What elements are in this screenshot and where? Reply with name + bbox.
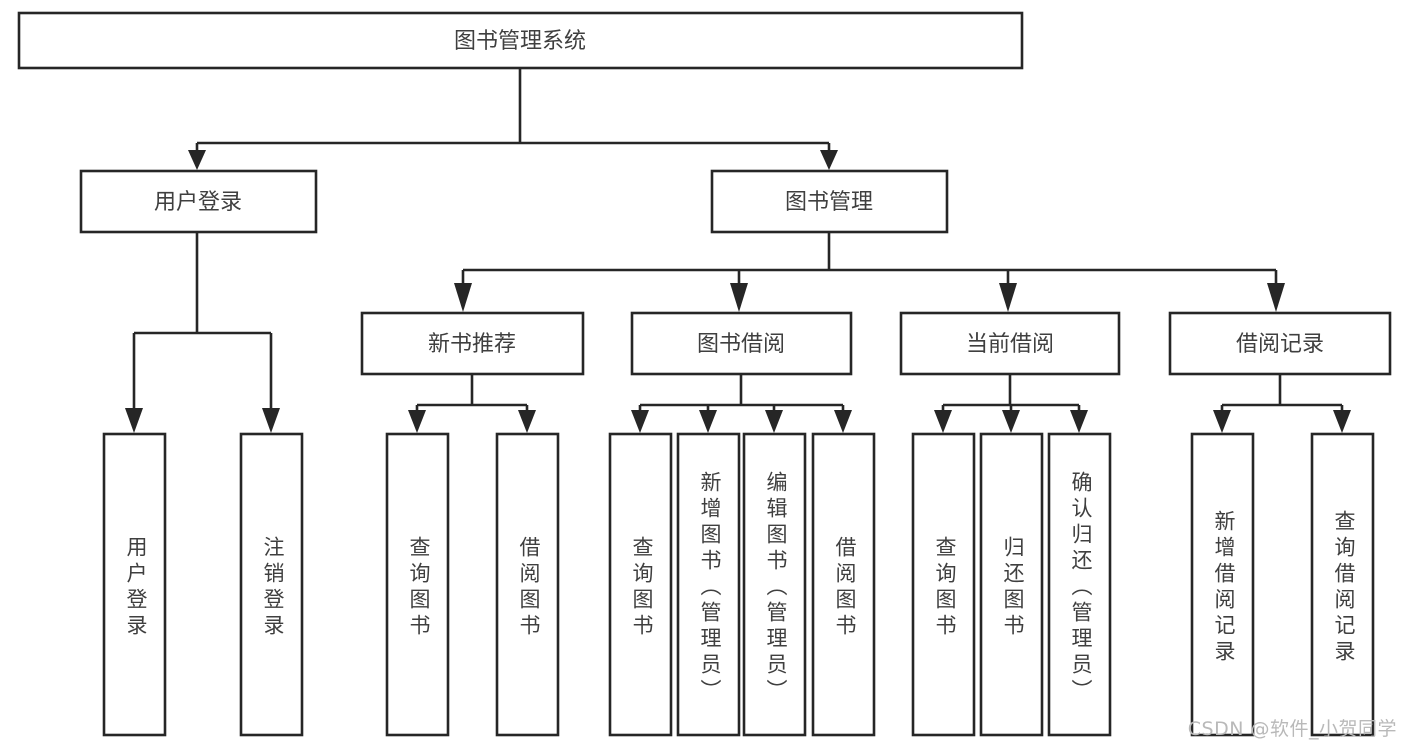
node-leaf-edit-book-admin[interactable]: 编辑图书（管理员） bbox=[742, 432, 807, 737]
arrow-new-book-rec-leaf-1 bbox=[408, 410, 426, 433]
node-leaf-add-book-admin[interactable]: 新增图书（管理员） bbox=[676, 432, 741, 737]
node-box-leaf-edit-book-admin bbox=[742, 432, 807, 737]
node-leaf-borrow-book[interactable]: 借阅图书 bbox=[811, 432, 876, 737]
node-box-leaf-query-borrow-record bbox=[1310, 432, 1375, 737]
arrow-to-new-book-rec bbox=[454, 283, 472, 312]
node-label-book-borrow: 图书借阅 bbox=[697, 332, 785, 357]
node-box-leaf-add-book-admin bbox=[676, 432, 741, 737]
arrow-to-current-borrow bbox=[999, 283, 1017, 312]
node-leaf-borrow-book-rec[interactable]: 借阅图书 bbox=[495, 432, 560, 737]
node-box-leaf-logout bbox=[239, 432, 304, 737]
node-label-borrow-record: 借阅记录 bbox=[1236, 332, 1324, 357]
node-box-leaf-add-borrow-record bbox=[1190, 432, 1255, 737]
node-box-leaf-user-login bbox=[102, 432, 167, 737]
arrow-current-borrow-leaf-2 bbox=[1002, 410, 1020, 433]
node-box-leaf-query-book-current bbox=[911, 432, 976, 737]
node-leaf-confirm-return-admin[interactable]: 确认归还（管理员） bbox=[1047, 432, 1112, 737]
node-root-book-management-system[interactable]: 图书管理系统 bbox=[17, 11, 1024, 70]
arrow-root-to-book-mgmt bbox=[820, 150, 838, 170]
arrow-user-login-leaf-1 bbox=[125, 408, 143, 433]
node-label-leaf-query-book-borrow: 查询图书 bbox=[630, 536, 654, 640]
node-label-leaf-query-borrow-record: 查询借阅记录 bbox=[1332, 510, 1356, 666]
node-label-leaf-logout: 注销登录 bbox=[261, 536, 285, 640]
node-box-leaf-confirm-return-admin bbox=[1047, 432, 1112, 737]
arrow-to-borrow-record bbox=[1267, 283, 1285, 312]
node-label-current-borrow: 当前借阅 bbox=[966, 332, 1054, 357]
node-label-leaf-add-borrow-record: 新增借阅记录 bbox=[1212, 510, 1236, 666]
node-box-book-borrow bbox=[630, 311, 853, 376]
node-label-new-book-recommend: 新书推荐 bbox=[428, 332, 516, 357]
arrow-user-login-leaf-2 bbox=[262, 408, 280, 433]
node-label-leaf-add-book-admin: 新增图书（管理员） bbox=[698, 471, 722, 705]
arrow-current-borrow-leaf-3 bbox=[1070, 410, 1088, 433]
node-leaf-query-borrow-record[interactable]: 查询借阅记录 bbox=[1310, 432, 1375, 737]
node-box-leaf-query-book-borrow bbox=[608, 432, 673, 737]
arrow-book-borrow-leaf-3 bbox=[765, 410, 783, 433]
node-new-book-recommend[interactable]: 新书推荐 bbox=[360, 311, 585, 376]
node-label-leaf-query-book-current: 查询图书 bbox=[933, 536, 957, 640]
node-label-leaf-query-book-rec: 查询图书 bbox=[407, 536, 431, 640]
node-book-borrow[interactable]: 图书借阅 bbox=[630, 311, 853, 376]
node-box-user-login bbox=[79, 169, 318, 234]
node-label-leaf-edit-book-admin: 编辑图书（管理员） bbox=[764, 471, 788, 705]
arrow-book-borrow-leaf-4 bbox=[834, 410, 852, 433]
arrow-book-borrow-leaf-2 bbox=[699, 410, 717, 433]
arrow-root-to-user-login bbox=[188, 150, 206, 170]
node-label-book-management: 图书管理 bbox=[785, 190, 873, 215]
node-label-leaf-borrow-book-rec: 借阅图书 bbox=[517, 536, 541, 640]
node-box-leaf-borrow-book-rec bbox=[495, 432, 560, 737]
node-box-leaf-borrow-book bbox=[811, 432, 876, 737]
arrow-borrow-record-leaf-1 bbox=[1213, 410, 1231, 433]
node-current-borrow[interactable]: 当前借阅 bbox=[899, 311, 1121, 376]
node-box-new-book-recommend bbox=[360, 311, 585, 376]
node-leaf-query-book-borrow[interactable]: 查询图书 bbox=[608, 432, 673, 737]
arrow-to-book-borrow bbox=[730, 283, 748, 312]
node-borrow-record[interactable]: 借阅记录 bbox=[1168, 311, 1392, 376]
arrow-book-borrow-leaf-1 bbox=[631, 410, 649, 433]
arrow-new-book-rec-leaf-2 bbox=[518, 410, 536, 433]
node-box-leaf-query-book-rec bbox=[385, 432, 450, 737]
node-leaf-logout[interactable]: 注销登录 bbox=[239, 432, 304, 737]
node-box-root bbox=[17, 11, 1024, 70]
node-box-borrow-record bbox=[1168, 311, 1392, 376]
node-leaf-user-login[interactable]: 用户登录 bbox=[102, 432, 167, 737]
connector-layer bbox=[125, 68, 1351, 433]
node-label-leaf-confirm-return-admin: 确认归还（管理员） bbox=[1069, 471, 1093, 705]
node-label-user-login: 用户登录 bbox=[154, 190, 242, 215]
node-leaf-return-book[interactable]: 归还图书 bbox=[979, 432, 1044, 737]
node-user-login[interactable]: 用户登录 bbox=[79, 169, 318, 234]
node-label-root: 图书管理系统 bbox=[454, 29, 586, 54]
node-book-management[interactable]: 图书管理 bbox=[710, 169, 949, 234]
node-label-leaf-borrow-book: 借阅图书 bbox=[833, 536, 857, 640]
arrow-borrow-record-leaf-2 bbox=[1333, 410, 1351, 433]
node-label-leaf-user-login: 用户登录 bbox=[124, 536, 148, 640]
node-leaf-query-book-current[interactable]: 查询图书 bbox=[911, 432, 976, 737]
node-label-leaf-return-book: 归还图书 bbox=[1001, 536, 1025, 640]
node-leaf-add-borrow-record[interactable]: 新增借阅记录 bbox=[1190, 432, 1255, 737]
node-leaf-query-book-rec[interactable]: 查询图书 bbox=[385, 432, 450, 737]
node-box-book-management bbox=[710, 169, 949, 234]
node-box-current-borrow bbox=[899, 311, 1121, 376]
node-box-leaf-return-book bbox=[979, 432, 1044, 737]
arrow-current-borrow-leaf-1 bbox=[934, 410, 952, 433]
